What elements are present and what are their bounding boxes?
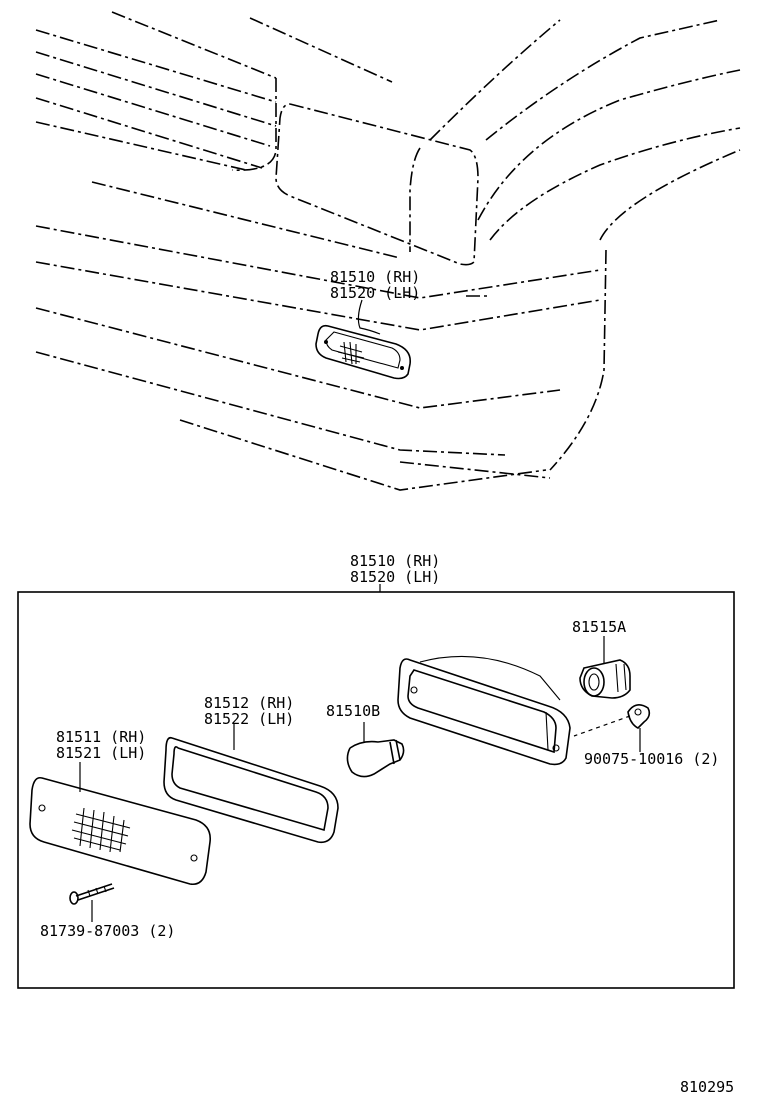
bulb-callout: 81510B <box>326 702 380 720</box>
gasket-callout-lh: 81522 (LH) <box>204 710 294 728</box>
socket-callout: 81515A <box>572 618 626 636</box>
clip-callout: 90075-10016 (2) <box>584 750 719 768</box>
bulb-socket <box>579 659 631 699</box>
screw-callout: 81739-87003 (2) <box>40 922 175 940</box>
lamp-housing <box>397 655 571 766</box>
overview-callout-rh: 81510 (RH) <box>330 268 420 286</box>
assembly-callout-rh: 81510 (RH) <box>350 552 440 570</box>
side-marker-lamp-installed <box>315 324 412 380</box>
lens-callout-rh: 81511 (RH) <box>56 728 146 746</box>
bulb <box>346 722 405 778</box>
lens-grid <box>337 341 365 365</box>
lens-grid <box>71 807 131 853</box>
figure-number: 810295 <box>680 1078 734 1096</box>
vehicle-front-outline <box>35 11 741 491</box>
lens-callout-lh: 81521 (LH) <box>56 744 146 762</box>
clip <box>627 704 651 729</box>
leader-overview <box>357 299 381 335</box>
gasket <box>163 736 339 844</box>
assembly-frame <box>17 591 735 989</box>
screw <box>69 883 115 905</box>
lens <box>29 776 212 886</box>
gasket-callout-rh: 81512 (RH) <box>204 694 294 712</box>
assembly-callout-lh: 81520 (LH) <box>350 568 440 586</box>
overview-callout-lh: 81520 (LH) <box>330 284 420 302</box>
